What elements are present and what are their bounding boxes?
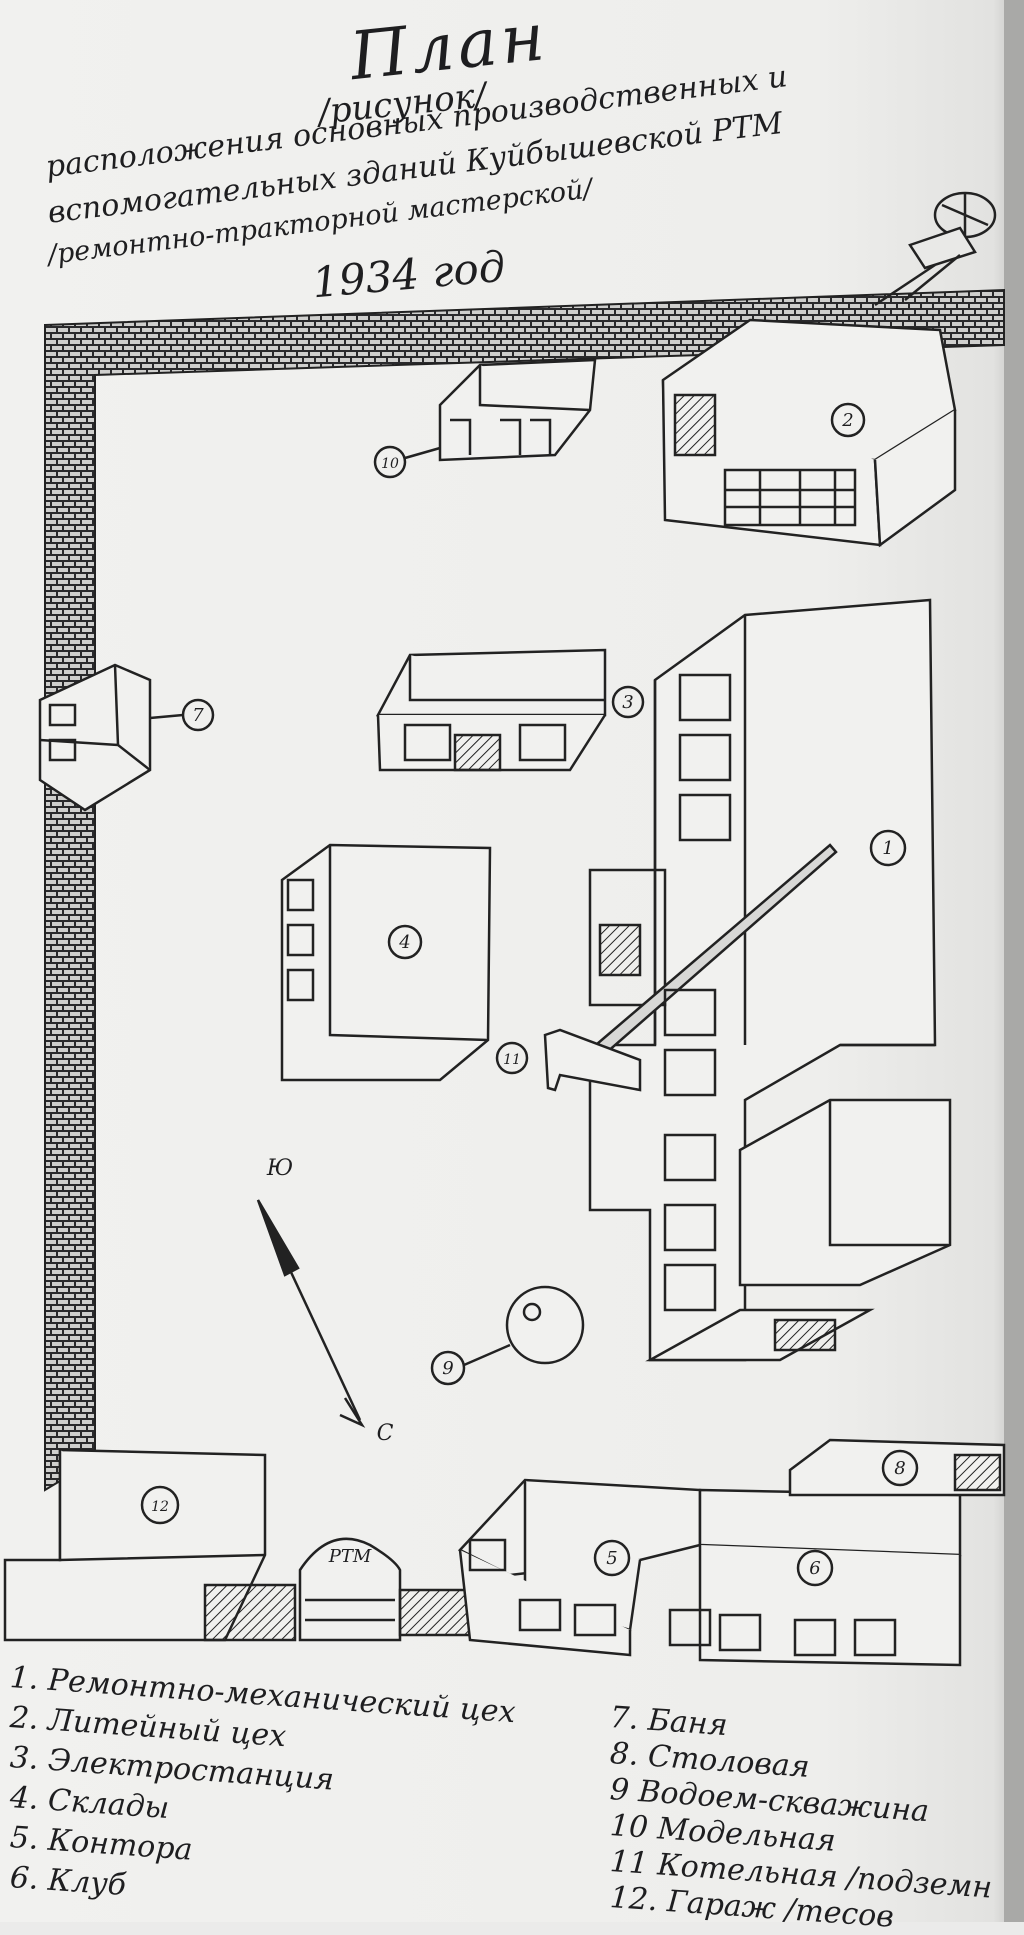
- building-10: [373, 358, 597, 479]
- building-4: [280, 843, 492, 1082]
- label-gate: РТМ: [328, 1546, 372, 1567]
- label-building-5: 5: [606, 1548, 617, 1569]
- building-9: [430, 1285, 585, 1386]
- label-building-9: 9: [442, 1358, 453, 1379]
- building-8: [788, 1438, 1006, 1497]
- label-building-6: 6: [809, 1558, 820, 1579]
- building-7: [38, 663, 215, 812]
- label-building-10: 10: [381, 456, 399, 472]
- label-building-7: 7: [192, 705, 204, 726]
- perimeter-wall: [44, 288, 1005, 1492]
- label-building-3: 3: [622, 692, 633, 713]
- water-tower: [874, 191, 997, 307]
- label-building-2: 2: [841, 410, 853, 431]
- building-6: [668, 1488, 962, 1667]
- legend-right: 7. Баня 8. Столовая 9 Водоем-скважина 10…: [609, 1700, 1005, 1935]
- label-compass-north: Ю: [266, 1156, 293, 1181]
- building-1: [588, 598, 952, 1362]
- building-11: [495, 1028, 642, 1092]
- label-building-4: 4: [398, 932, 410, 953]
- label-building-12: 12: [151, 1499, 169, 1515]
- label-building-1: 1: [882, 838, 893, 859]
- label-compass-south: С: [377, 1421, 394, 1446]
- label-building-8: 8: [894, 1458, 905, 1479]
- legend-left: 1. Ремонтно-механический цех 2. Литейный…: [8, 1660, 530, 1910]
- building-3: [375, 648, 645, 772]
- gate: [203, 1537, 512, 1642]
- legend-item: 4. Склады: [8, 1780, 171, 1827]
- legend-item: 6. Клуб: [8, 1860, 128, 1904]
- legend-item: 5. Контора: [8, 1820, 194, 1868]
- compass-arrow: [256, 1199, 366, 1428]
- building-2: [661, 318, 957, 548]
- building-12: [3, 1448, 267, 1642]
- building-5: [457, 1478, 702, 1657]
- page-binding: [1004, 0, 1024, 1922]
- label-building-11: 11: [503, 1052, 521, 1068]
